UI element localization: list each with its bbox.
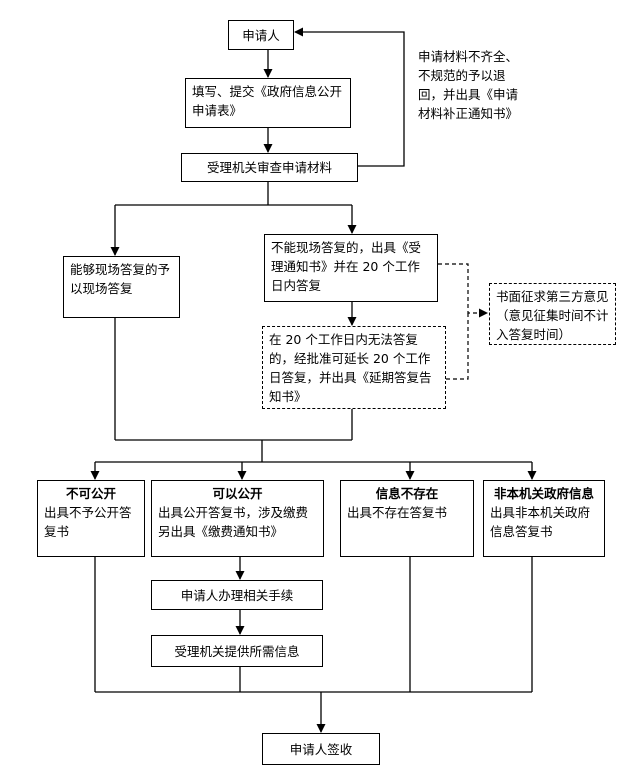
extension-box: 在 20 个工作日内无法答复的，经批准可延长 20 个工作日答复，并出具《延期答… bbox=[262, 326, 446, 409]
procedures-box: 申请人办理相关手续 bbox=[151, 580, 323, 610]
disclose-box: 可以公开 出具公开答复书，涉及缴费另出具《缴费通知书》 bbox=[151, 480, 324, 557]
disclose-title: 可以公开 bbox=[212, 486, 263, 501]
not-exist-body: 出具不存在答复书 bbox=[347, 505, 448, 520]
sign-box: 申请人签收 bbox=[262, 733, 380, 765]
disclose-body: 出具公开答复书，涉及缴费另出具《缴费通知书》 bbox=[158, 505, 309, 539]
return-note: 申请材料不齐全、不规范的予以退回，并出具《申请材料补正通知书》 bbox=[418, 49, 519, 121]
third-party-box: 书面征求第三方意见（意见征集时间不计入答复时间） bbox=[489, 283, 616, 345]
not-own-title: 非本机关政府信息 bbox=[493, 486, 594, 501]
not-immediate-box: 不能现场答复的，出具《受理通知书》并在 20 个工作日内答复 bbox=[264, 234, 438, 302]
not-own-body: 出具非本机关政府信息答复书 bbox=[490, 505, 591, 539]
not-exist-box: 信息不存在 出具不存在答复书 bbox=[340, 480, 474, 557]
provide-info-box: 受理机关提供所需信息 bbox=[151, 635, 323, 667]
immediate-reply-box: 能够现场答复的予以现场答复 bbox=[63, 256, 180, 318]
no-disclose-title: 不可公开 bbox=[65, 486, 116, 501]
no-disclose-box: 不可公开 出具不予公开答复书 bbox=[37, 480, 145, 557]
fill-submit-box: 填写、提交《政府信息公开申请表》 bbox=[185, 78, 351, 128]
not-own-box: 非本机关政府信息 出具非本机关政府信息答复书 bbox=[483, 480, 605, 557]
no-disclose-body: 出具不予公开答复书 bbox=[44, 505, 132, 539]
review-box: 受理机关审查申请材料 bbox=[181, 153, 358, 182]
not-exist-title: 信息不存在 bbox=[375, 486, 439, 501]
applicant-box: 申请人 bbox=[228, 20, 294, 50]
